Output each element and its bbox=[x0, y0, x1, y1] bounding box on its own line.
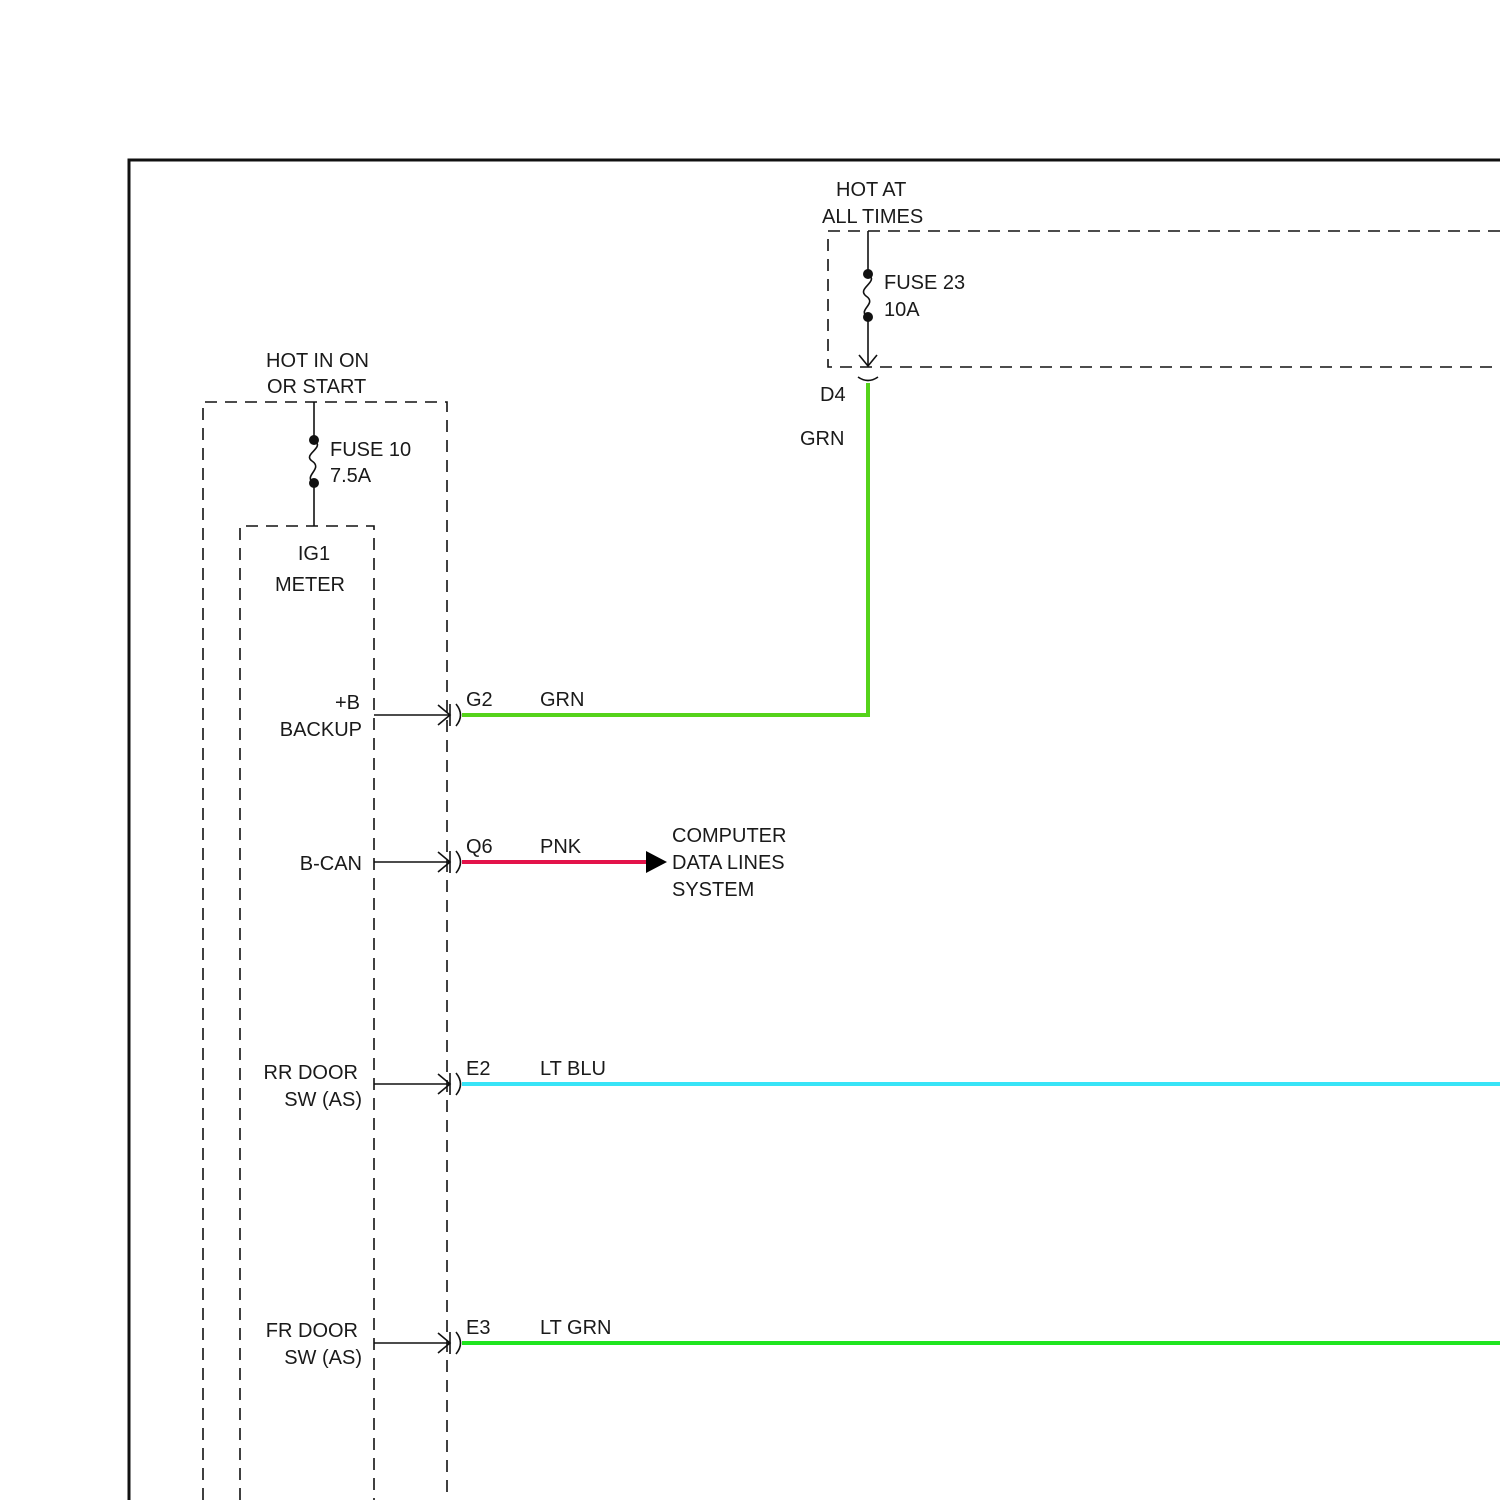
connector-e3-label: E3 bbox=[466, 1317, 490, 1339]
fuse-10-label-line2: 7.5A bbox=[330, 465, 372, 487]
wire-label-e3: LT GRN bbox=[540, 1317, 612, 1339]
connector-g2-icon bbox=[456, 704, 461, 726]
meter-module-label-line2: METER bbox=[275, 574, 345, 596]
connector-q6-label: Q6 bbox=[466, 836, 493, 858]
wire-label-q6: PNK bbox=[540, 836, 582, 858]
pin-label-backup-line2: BACKUP bbox=[280, 719, 362, 741]
connector-e2-label: E2 bbox=[466, 1058, 490, 1080]
power-source-top-line2: ALL TIMES bbox=[822, 206, 923, 228]
connector-e3-icon bbox=[456, 1332, 461, 1354]
arrow-head-filled-icon bbox=[646, 851, 667, 873]
pin-label-backup-line1: +B bbox=[335, 692, 360, 714]
connector-q6-icon bbox=[456, 851, 461, 873]
wire-label-g2: GRN bbox=[540, 689, 584, 711]
pin-label-fr-door-line1: FR DOOR bbox=[266, 1320, 358, 1342]
power-source-left-line2: OR START bbox=[267, 376, 366, 398]
connector-g2-label: G2 bbox=[466, 689, 493, 711]
pin-label-b-can: B-CAN bbox=[300, 853, 362, 875]
meter-module-label-line1: IG1 bbox=[298, 543, 330, 565]
connector-e2-icon bbox=[456, 1073, 461, 1095]
destination-label-line3: SYSTEM bbox=[672, 879, 754, 901]
wire-label-d4: GRN bbox=[800, 428, 844, 450]
circuit-rr-door-sw: RR DOOR SW (AS) E2 LT BLU bbox=[264, 1058, 1500, 1111]
connector-d4-icon bbox=[858, 377, 878, 381]
power-source-top-line1: HOT AT bbox=[836, 179, 906, 201]
fuse-10-symbol bbox=[309, 440, 317, 483]
destination-label-line2: DATA LINES bbox=[672, 852, 785, 874]
destination-label-line1: COMPUTER bbox=[672, 825, 786, 847]
pin-label-rr-door-line1: RR DOOR bbox=[264, 1062, 358, 1084]
pin-label-fr-door-line2: SW (AS) bbox=[284, 1347, 362, 1369]
fuse-23-label-line2: 10A bbox=[884, 299, 920, 321]
fuse-box-top-outline bbox=[828, 231, 1500, 367]
circuit-b-can: B-CAN Q6 PNK COMPUTER DATA LINES SYSTEM bbox=[300, 825, 787, 901]
fuse-23-label-line1: FUSE 23 bbox=[884, 272, 965, 294]
fuse-23-symbol bbox=[863, 274, 871, 317]
fuse-10-label-line1: FUSE 10 bbox=[330, 439, 411, 461]
pin-label-rr-door-line2: SW (AS) bbox=[284, 1089, 362, 1111]
connector-d4-label: D4 bbox=[820, 384, 846, 406]
power-source-left-line1: HOT IN ON bbox=[266, 350, 369, 372]
fuse-box-top: HOT AT ALL TIMES FUSE 23 10A D4 GRN bbox=[800, 179, 1500, 450]
circuit-fr-door-sw: FR DOOR SW (AS) E3 LT GRN bbox=[266, 1317, 1500, 1369]
wire-label-e2: LT BLU bbox=[540, 1058, 606, 1080]
